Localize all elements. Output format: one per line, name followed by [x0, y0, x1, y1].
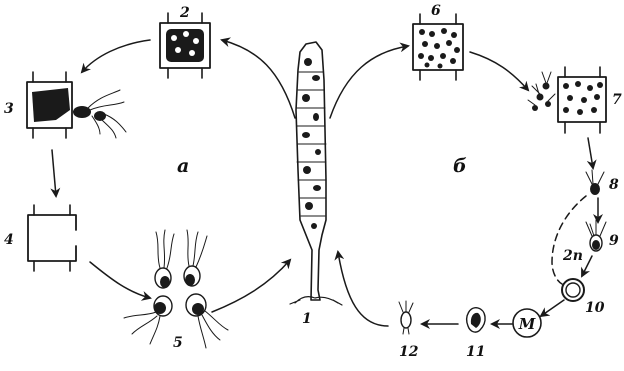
label-stage-8: 8: [609, 177, 619, 193]
meiosis-node: M: [513, 309, 541, 337]
label-stage-3: 3: [4, 101, 14, 117]
label-cycle-b: б: [453, 155, 467, 177]
label-stage-7: 7: [612, 92, 622, 108]
label-stage-10: 10: [585, 300, 605, 316]
gamete-stage-8: [586, 170, 604, 195]
cycle-arrows: [52, 40, 598, 326]
label-stage-12: 12: [399, 344, 419, 360]
zygote-stage-9: [586, 220, 606, 251]
label-stage-9: 9: [609, 233, 619, 249]
cell-stage-4: [28, 205, 76, 271]
cell-stage-7: [528, 67, 606, 133]
label-cycle-a: а: [177, 155, 189, 177]
label-stage-6: 6: [431, 3, 441, 19]
cell-stage-3: [27, 72, 126, 138]
label-stage-11: 11: [466, 344, 485, 360]
zoospore-stage-11: [467, 308, 485, 332]
label-stage-1: 1: [302, 311, 312, 327]
germling-stage-12: [399, 301, 413, 334]
cell-stage-2: [160, 13, 210, 78]
stage-labels: 1 2 3 4 5 6 7 8 9 10 11 12 а б 2n: [4, 3, 622, 360]
label-ploidy: 2n: [562, 248, 583, 264]
zygote-stage-10: [562, 279, 584, 301]
label-stage-5: 5: [173, 335, 183, 351]
label-stage-2: 2: [179, 5, 190, 21]
meiosis-label: M: [518, 315, 536, 333]
filament-stage-1: [290, 42, 342, 305]
cell-stage-6: [413, 14, 463, 80]
label-stage-4: 4: [4, 232, 14, 248]
zoospores-stage-5: [124, 230, 228, 348]
